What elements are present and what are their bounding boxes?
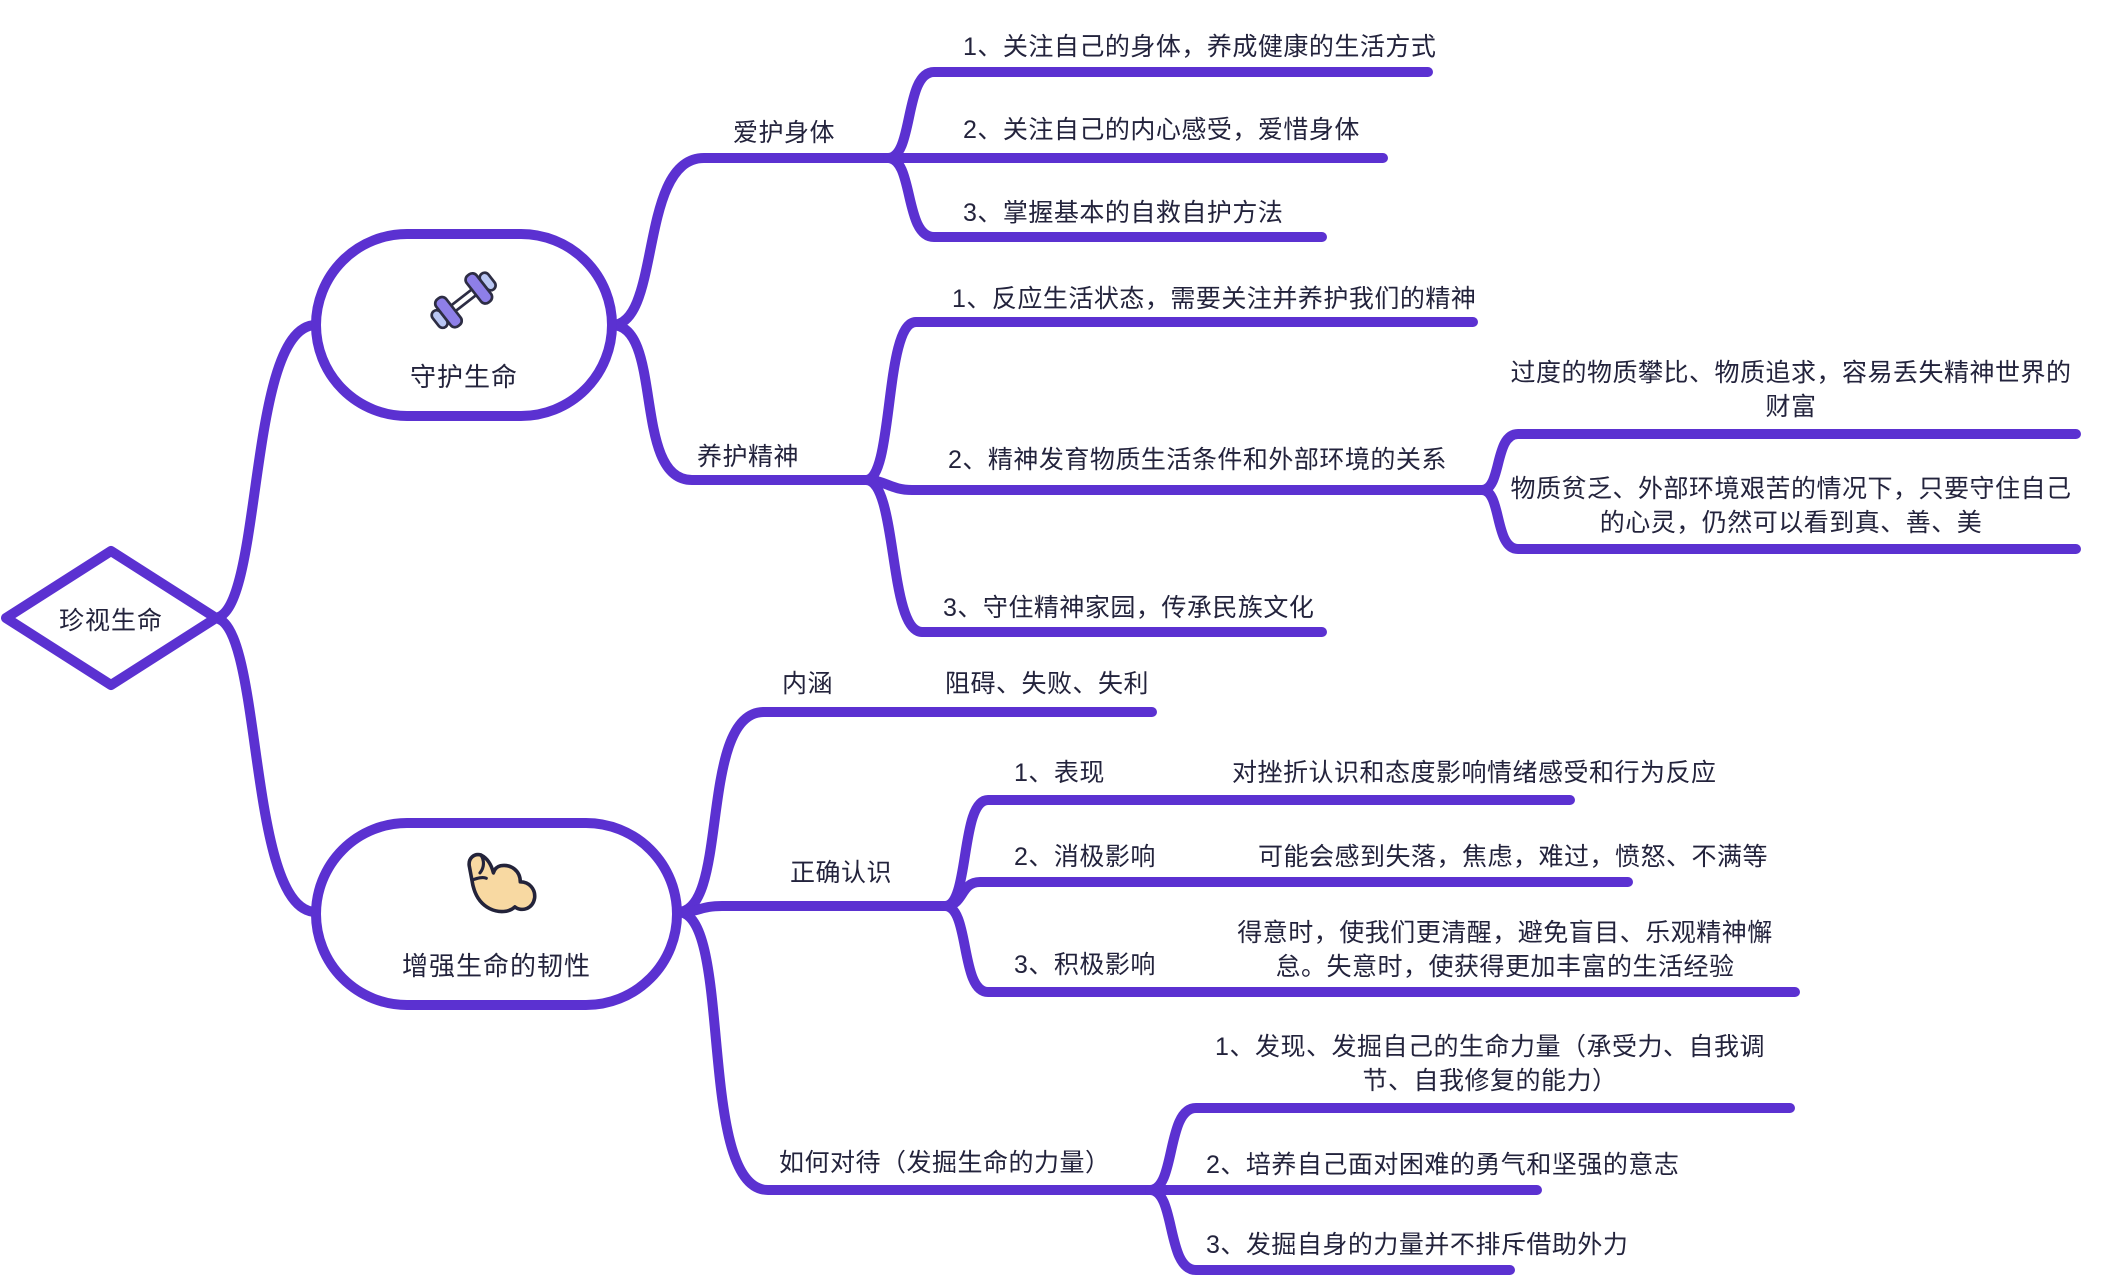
flexed-biceps-icon — [466, 852, 536, 913]
edge-spirit-item3 — [861, 475, 1327, 637]
topic-body-label[interactable]: 爱护身体 — [733, 119, 836, 147]
edge-resilience-understanding — [673, 901, 950, 917]
edge-body-item1 — [883, 67, 1433, 163]
row2-value[interactable]: 可能会感到失落，焦虑，难过，愤怒、不满等 — [1258, 843, 1769, 871]
leaf-spirit-note2[interactable]: 物质贫乏、外部环境艰苦的情况下，只要守住自己的心灵，仍然可以看到真、善、美 — [1510, 475, 2072, 537]
leaf-spirit-note1[interactable]: 过度的物质攀比、物质追求，容易丢失精神世界的财富 — [1510, 359, 2072, 421]
leaf-body-item3[interactable]: 3、掌握基本的自救自护方法 — [963, 199, 1284, 227]
leaf-approach-item3[interactable]: 3、发掘自身的力量并不排斥借助外力 — [1206, 1231, 1629, 1259]
topic-approach-label[interactable]: 如何对待（发掘生命的力量） — [779, 1149, 1111, 1177]
edge-resilience-approach — [673, 907, 1155, 1195]
row1-value[interactable]: 对挫折认识和态度影响情绪感受和行为反应 — [1232, 759, 1717, 787]
root-topic[interactable]: 珍视生命 — [58, 607, 163, 635]
edge-root-resilience — [209, 613, 321, 917]
root-node-shape[interactable] — [1, 546, 221, 690]
topic-understanding-label[interactable]: 正确认识 — [790, 859, 893, 887]
edge-understanding-row3 — [940, 901, 1800, 997]
edge-approach-item3 — [1145, 1185, 1515, 1275]
edge-guard-spirit — [607, 320, 871, 485]
leaf-body-item1[interactable]: 1、关注自己的身体，养成健康的生活方式 — [963, 33, 1437, 61]
topic-connotation-label[interactable]: 内涵 — [782, 670, 834, 698]
branch-node-resilience[interactable]: 增强生命的韧性 — [311, 818, 682, 1010]
edge-understanding-row2 — [940, 877, 1633, 911]
leaf-body-item2[interactable]: 2、关注自己的内心感受，爱惜身体 — [963, 116, 1360, 144]
row2-key[interactable]: 2、消极影响 — [1014, 843, 1156, 871]
edge-root-guard — [209, 320, 321, 623]
edge-spirit-item2 — [861, 475, 1487, 495]
leaf-spirit-item3[interactable]: 3、守住精神家园，传承民族文化 — [943, 594, 1315, 622]
edge-resilience-connotation — [673, 707, 1157, 917]
leaf-spirit-item2[interactable]: 2、精神发育物质生活条件和外部环境的关系 — [948, 446, 1447, 474]
branch-node-guard-label: 守护生命 — [409, 361, 518, 392]
branch-node-resilience-label: 增强生命的韧性 — [401, 950, 591, 981]
edge-body-item3 — [883, 153, 1327, 242]
row3-key[interactable]: 3、积极影响 — [1014, 951, 1156, 979]
dumbbell-icon — [430, 270, 497, 329]
leaf-spirit-item1[interactable]: 1、反应生活状态，需要关注并养护我们的精神 — [952, 285, 1477, 313]
leaf-approach-item2[interactable]: 2、培养自己面对困难的勇气和坚强的意志 — [1206, 1151, 1680, 1179]
leaf-connotation-value[interactable]: 阻碍、失败、失利 — [945, 670, 1150, 698]
row1-key[interactable]: 1、表现 — [1014, 759, 1105, 787]
branch-node-guard[interactable]: 守护生命 — [311, 229, 617, 421]
row3-value[interactable]: 得意时，使我们更清醒，避免盲目、乐观精神懈怠。失意时，使获得更加丰富的生活经验 — [1237, 919, 1773, 981]
edge-note2 — [1477, 485, 2081, 554]
topic-spirit-label[interactable]: 养护精神 — [697, 443, 800, 471]
leaf-approach-item1[interactable]: 1、发现、发掘自己的生命力量（承受力、自我调节、自我修复的能力） — [1215, 1033, 1765, 1095]
edge-guard-body — [607, 153, 1388, 330]
edge-spirit-item1 — [861, 317, 1478, 485]
